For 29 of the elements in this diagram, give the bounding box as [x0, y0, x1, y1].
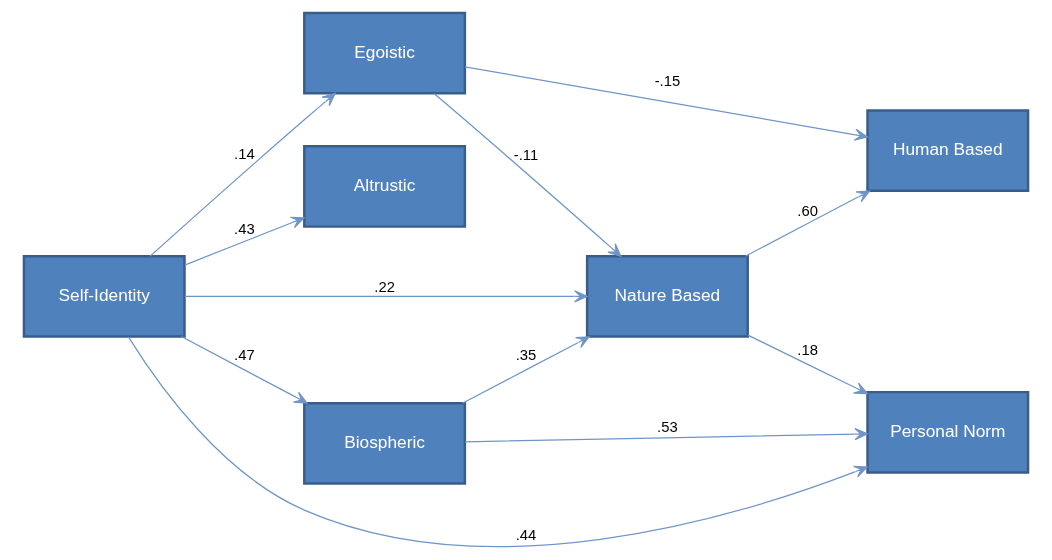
- arrow: [464, 427, 868, 443]
- arrow: [184, 216, 305, 266]
- arrow: [180, 335, 308, 404]
- node-box: Altrustic: [303, 145, 467, 228]
- arrow: [184, 290, 588, 303]
- node-box: Nature Based: [585, 255, 749, 338]
- arrow: [744, 190, 871, 257]
- edge-label: -.11: [513, 147, 539, 164]
- arrow: [464, 66, 868, 141]
- arrow: [127, 336, 868, 548]
- arrow: [433, 92, 622, 257]
- node-box: Self-Identity: [22, 255, 186, 338]
- node-box: Biospheric: [303, 402, 467, 485]
- edge-label: .35: [515, 347, 537, 364]
- edge-label: .18: [797, 342, 818, 359]
- edge-label: .44: [515, 527, 537, 544]
- arrow: [461, 336, 590, 404]
- edge-label: .14: [234, 145, 255, 162]
- edge-label: .60: [797, 202, 818, 219]
- node-box: Personal Norm: [866, 390, 1030, 474]
- edge-label: .53: [657, 418, 678, 435]
- arrow: [149, 92, 336, 257]
- arrow: [747, 334, 868, 395]
- edge-label: .47: [234, 347, 255, 364]
- edge-label: .43: [234, 221, 255, 238]
- node-box: Egoistic: [303, 11, 467, 95]
- edge-label: -.15: [654, 72, 681, 89]
- node-box: Human Based: [866, 109, 1030, 193]
- edge-label: .22: [374, 279, 395, 296]
